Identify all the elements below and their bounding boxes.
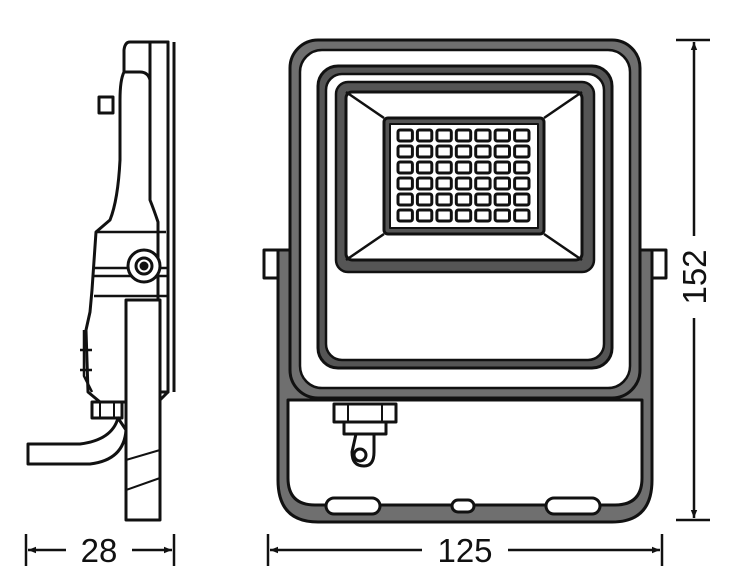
led-chip (493, 144, 512, 159)
led-chip (454, 128, 473, 143)
led-chip (474, 144, 492, 159)
side-rear-button (97, 95, 115, 115)
led-chip (513, 160, 531, 175)
led-chip (435, 176, 453, 191)
bracket-hole-center (450, 498, 476, 514)
led-chip (493, 160, 512, 175)
led-chip (435, 208, 453, 223)
led-chip (435, 128, 453, 143)
side-mount-plate (124, 298, 162, 522)
dimension-lines (24, 38, 710, 566)
led-chip (396, 144, 414, 159)
led-chip (415, 176, 434, 191)
led-chip (454, 144, 473, 159)
led-chip (493, 128, 512, 143)
led-chip (396, 160, 414, 175)
led-chip (415, 192, 434, 207)
pivot-knob-right (650, 248, 668, 280)
dimension-height-label: 152 (676, 249, 713, 304)
led-chip (454, 160, 473, 175)
led-chip (513, 208, 531, 223)
bracket-slot-right (544, 496, 602, 516)
led-chip (396, 128, 414, 143)
led-chip (415, 144, 434, 159)
led-chip (454, 208, 473, 223)
led-grid (396, 128, 531, 223)
led-chip (493, 176, 512, 191)
led-chip (474, 192, 492, 207)
led-chip (454, 176, 473, 191)
front-view (262, 38, 668, 524)
led-chip (415, 160, 434, 175)
led-chip (493, 192, 512, 207)
led-chip (435, 144, 453, 159)
dimension-width-label: 125 (437, 532, 492, 569)
side-view (26, 40, 176, 522)
led-chip (415, 208, 434, 223)
led-chip (513, 144, 531, 159)
side-cable-gland (90, 400, 124, 420)
led-chip (435, 160, 453, 175)
front-cable-gland (332, 402, 398, 468)
bracket-slot-left (324, 496, 382, 516)
led-chip (474, 160, 492, 175)
led-chip (415, 128, 434, 143)
pivot-knob-left (262, 248, 280, 280)
led-chip (396, 176, 414, 191)
led-chip (513, 192, 531, 207)
led-chip (435, 192, 453, 207)
led-chip (493, 208, 512, 223)
side-cable (26, 416, 128, 466)
side-front-face (148, 40, 170, 394)
dimension-depth-label: 28 (81, 532, 118, 569)
led-chip (474, 128, 492, 143)
led-chip (396, 208, 414, 223)
led-chip (454, 192, 473, 207)
led-chip (513, 176, 531, 191)
led-chip (396, 192, 414, 207)
led-chip (474, 208, 492, 223)
led-chip (513, 128, 531, 143)
led-chip (474, 176, 492, 191)
